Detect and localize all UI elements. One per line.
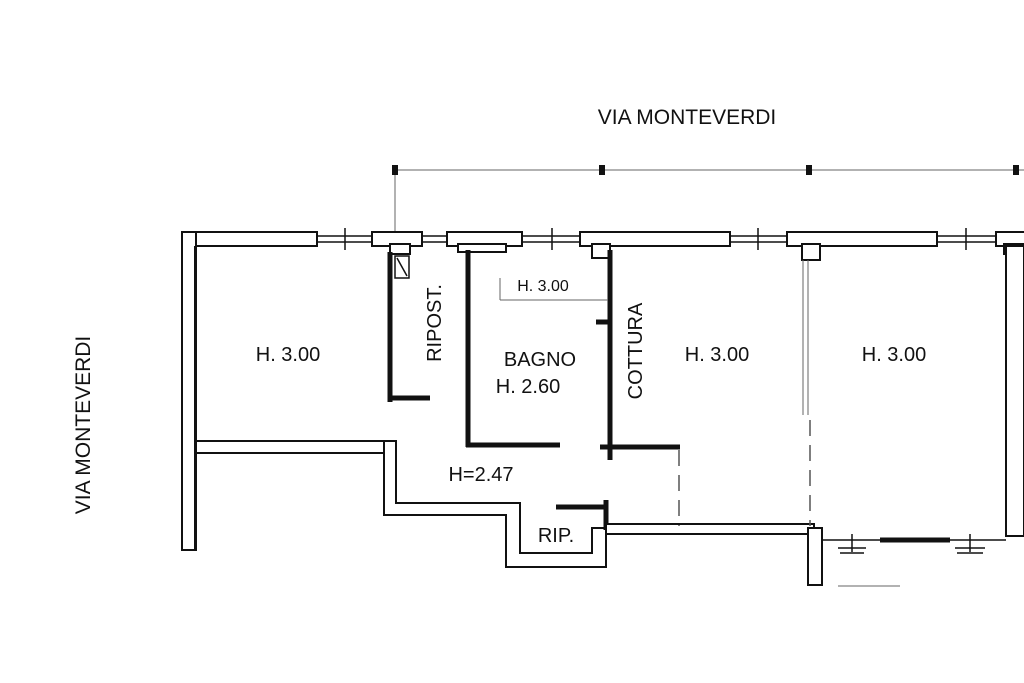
dimension-line: [392, 165, 1024, 236]
room-center-height: H. 3.00: [685, 344, 749, 366]
room-right-height: H. 3.00: [862, 344, 926, 366]
corridor-height: H=2.47: [448, 464, 513, 486]
ripostiglio-label: RIPOST.: [424, 284, 446, 362]
balcony-doors: [838, 534, 985, 554]
bagno-label: BAGNO: [504, 349, 576, 371]
bagno-ceiling-note: H. 3.00: [517, 278, 569, 295]
street-label-left: VIA MONTEVERDI: [72, 336, 95, 515]
street-label-top: VIA MONTEVERDI: [598, 106, 777, 129]
cottura-label: COTTURA: [625, 302, 647, 399]
bagno-height: H. 2.60: [496, 376, 560, 398]
room-left-height: H. 3.00: [256, 344, 320, 366]
outer-walls: [181, 228, 1024, 551]
rip-label: RIP.: [538, 525, 574, 547]
internal-walls: [195, 250, 1024, 587]
